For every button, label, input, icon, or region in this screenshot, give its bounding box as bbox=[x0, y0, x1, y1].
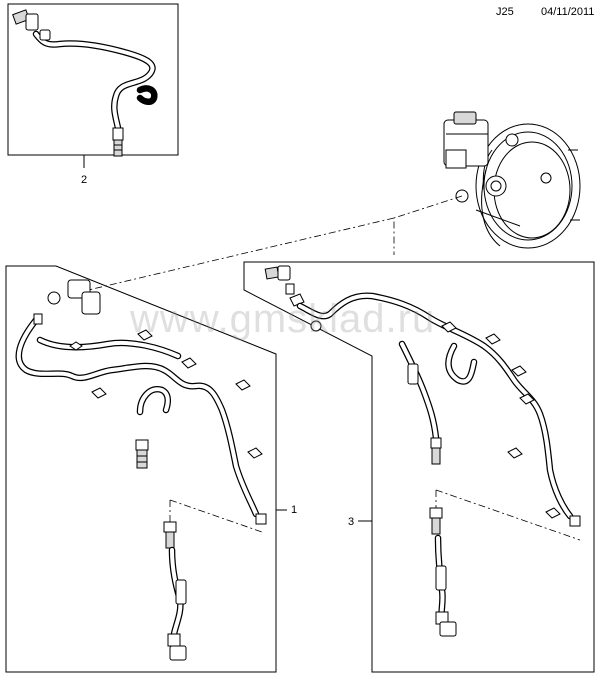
brake-booster bbox=[443, 111, 581, 249]
panel-3 bbox=[243, 261, 595, 673]
hose-assembly-1 bbox=[15, 279, 267, 661]
watermark-text: www.gmsklad.ru bbox=[130, 297, 436, 341]
callout-2: 2 bbox=[81, 174, 88, 186]
panel-1-frame bbox=[5, 265, 277, 673]
booster-connection-lines bbox=[79, 195, 463, 293]
panel-2-frame bbox=[7, 3, 179, 156]
hose-assembly-3 bbox=[264, 265, 581, 637]
diagram-code: J25 bbox=[496, 6, 514, 18]
hose-assembly-2 bbox=[12, 9, 158, 157]
callout-1: 1 bbox=[291, 504, 298, 516]
callout-3: 3 bbox=[348, 516, 355, 528]
panel-2 bbox=[7, 3, 179, 168]
panel-3-frame bbox=[243, 261, 595, 673]
panel-1 bbox=[5, 265, 287, 673]
diagram-date: 04/11/2011 bbox=[541, 6, 595, 18]
